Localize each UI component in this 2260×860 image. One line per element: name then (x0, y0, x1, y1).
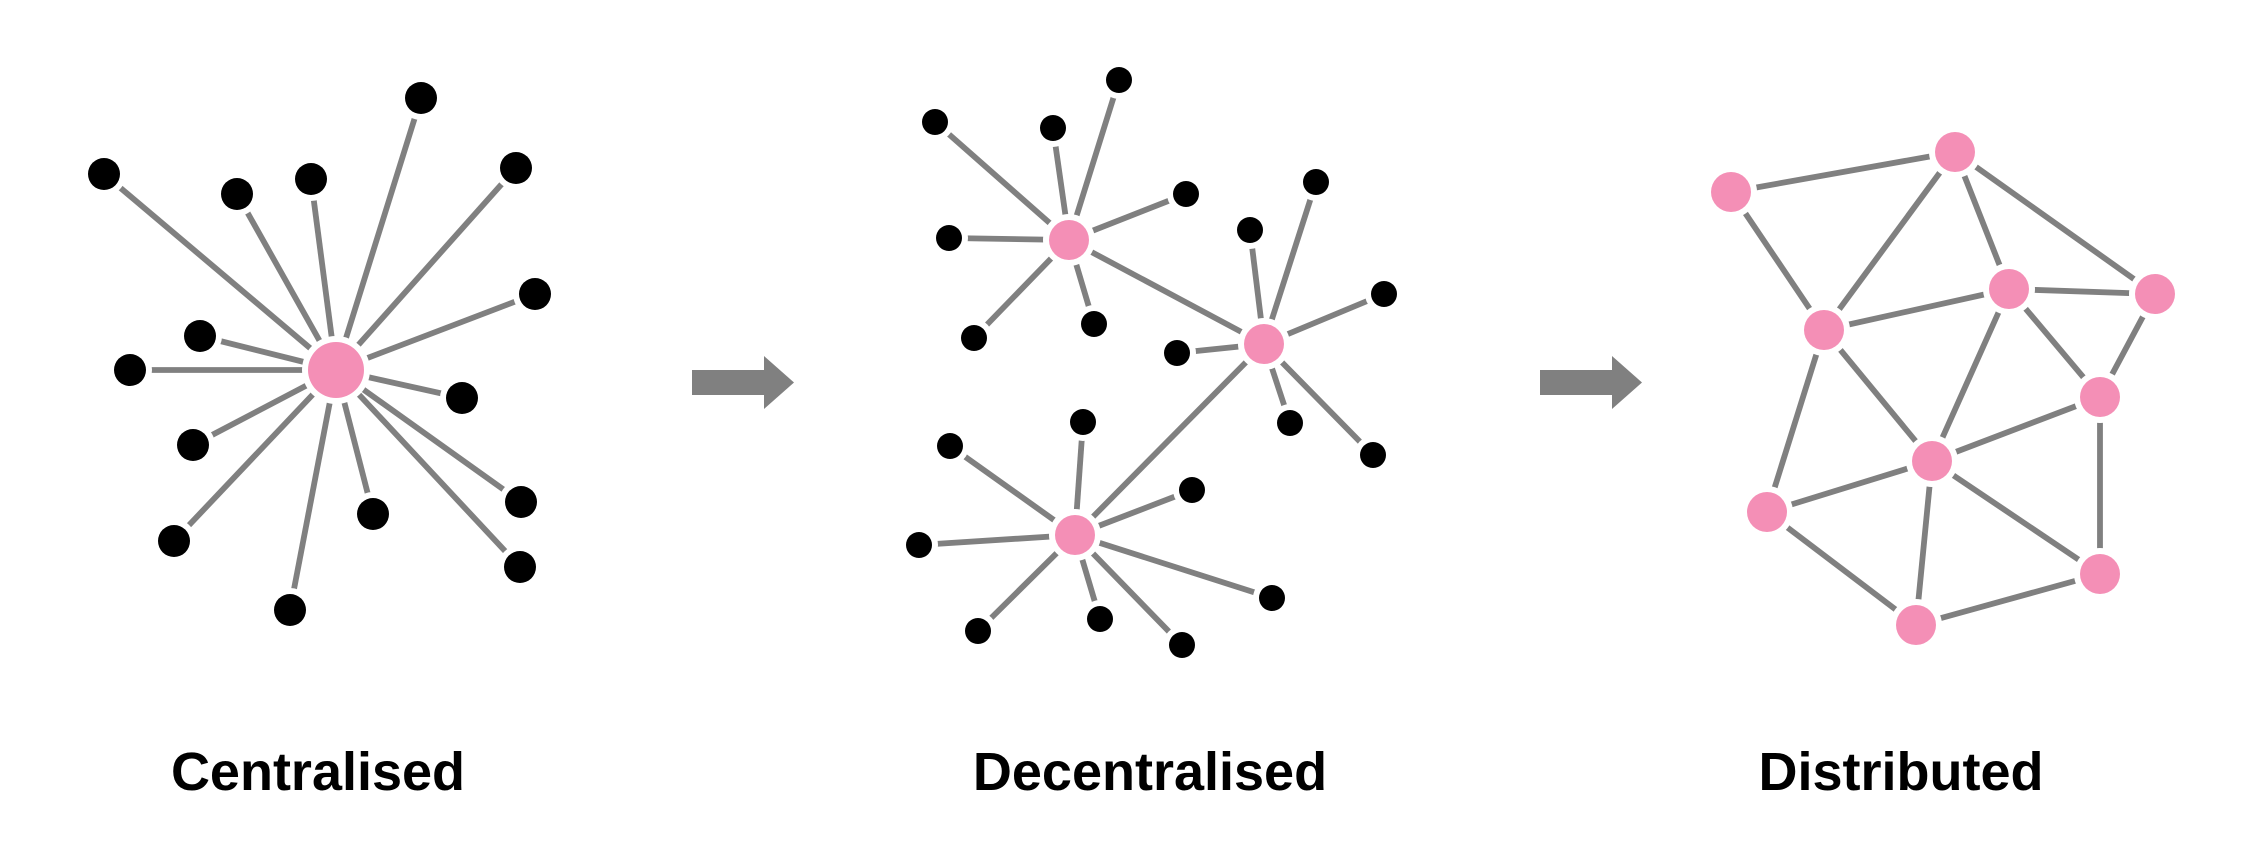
network-edge (1074, 532, 1273, 601)
network-edge (333, 97, 424, 371)
leaf-node (965, 618, 991, 644)
distributed-network (1705, 126, 2181, 651)
network-edge (1913, 460, 1935, 626)
leaf-node (88, 158, 120, 190)
decentralised-label: Decentralised (973, 742, 1327, 802)
network-edge (1821, 150, 1958, 332)
peer-node (2080, 554, 2120, 594)
leaf-node (1106, 67, 1132, 93)
network-edge (1915, 571, 2101, 628)
peer-node (1989, 269, 2029, 309)
network-edge (1930, 458, 2102, 577)
peer-node (1711, 172, 1751, 212)
distributed-label: Distributed (1758, 742, 2043, 802)
leaf-node (1070, 409, 1096, 435)
leaf-node (1081, 311, 1107, 337)
network-edge (1728, 190, 1827, 332)
leaf-node (184, 320, 216, 352)
network-edge (171, 368, 339, 543)
leaf-node (1303, 169, 1329, 195)
network-edge (918, 532, 1076, 548)
leaf-node (1173, 181, 1199, 207)
decentralised-network (900, 61, 1403, 664)
network-edge (1764, 329, 1827, 513)
network-edge (1072, 341, 1267, 538)
peer-node (2080, 377, 2120, 417)
leaf-node (177, 429, 209, 461)
leaf-node (1277, 410, 1303, 436)
leaf-node (519, 278, 551, 310)
peer-node (1896, 605, 1936, 645)
central-hub-node (308, 342, 364, 398)
hub-node (1049, 220, 1089, 260)
network-edge (1766, 458, 1933, 515)
leaf-node (446, 382, 478, 414)
network-edge (1261, 181, 1319, 345)
leaf-node (1360, 442, 1386, 468)
right-arrow-icon (692, 356, 794, 409)
network-edge (1821, 328, 1935, 463)
leaf-node (1237, 217, 1263, 243)
leaf-node (274, 594, 306, 626)
centralised-network (82, 76, 557, 632)
peer-node (1804, 310, 1844, 350)
leaf-node (295, 163, 327, 195)
network-edge (1730, 149, 1956, 195)
network-edge (334, 291, 537, 373)
network-edge (1066, 79, 1122, 241)
leaf-node (405, 82, 437, 114)
peer-node (1912, 441, 1952, 481)
network-edge (102, 171, 338, 373)
network-edge (1930, 394, 2102, 464)
peer-node (2135, 274, 2175, 314)
hub-node (1055, 515, 1095, 555)
leaf-node (505, 486, 537, 518)
leaf-node (1371, 281, 1397, 307)
network-edge (1067, 237, 1266, 347)
leaf-node (158, 525, 190, 557)
leaf-node (1259, 585, 1285, 611)
leaf-node (500, 152, 532, 184)
leaf-node (221, 178, 253, 210)
leaf-node (1087, 606, 1113, 632)
hub-node (1244, 324, 1284, 364)
peer-node (1935, 132, 1975, 172)
centralised-label: Centralised (171, 742, 465, 802)
leaf-node (1040, 115, 1066, 141)
leaf-node (937, 433, 963, 459)
peer-node (1747, 492, 1787, 532)
leaf-node (961, 325, 987, 351)
leaf-node (906, 532, 932, 558)
leaf-node (1179, 477, 1205, 503)
network-edge (1929, 287, 2012, 463)
network-edge (1823, 286, 2010, 333)
network-edge (933, 119, 1071, 243)
network-edge (1765, 509, 1918, 628)
leaf-node (936, 225, 962, 251)
leaf-node (504, 551, 536, 583)
leaf-node (1169, 632, 1195, 658)
network-edge (333, 166, 519, 372)
leaf-node (114, 354, 146, 386)
network-edge (333, 368, 523, 569)
network-edge (287, 369, 339, 611)
network-edge (334, 367, 523, 505)
leaf-node (922, 109, 948, 135)
leaf-node (1164, 340, 1190, 366)
right-arrow-icon (1540, 356, 1642, 409)
network-edge (1953, 149, 2157, 297)
leaf-node (357, 498, 389, 530)
